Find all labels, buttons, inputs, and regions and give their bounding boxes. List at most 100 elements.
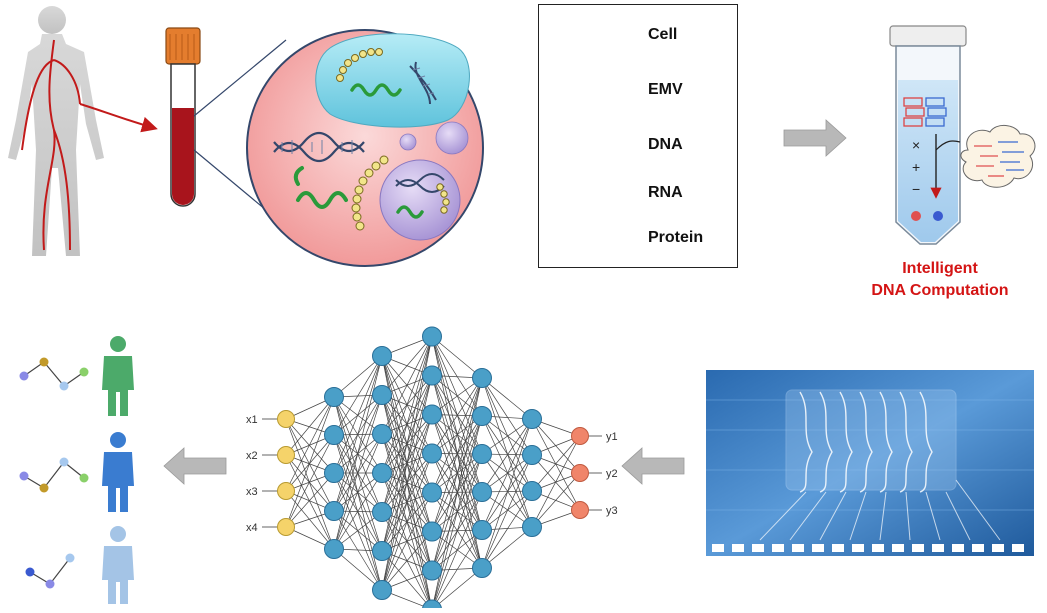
add-op: +	[912, 159, 920, 175]
network-edge	[481, 377, 533, 528]
patient-trajectory	[25, 553, 75, 589]
arrow-left-icon	[163, 447, 227, 485]
reaction-tube: × + −	[889, 25, 967, 245]
output-node	[571, 464, 589, 482]
output-node	[571, 501, 589, 519]
hidden-node	[422, 482, 442, 503]
network-edge	[481, 418, 533, 569]
network-edge	[481, 377, 533, 456]
network-edge	[431, 377, 483, 532]
network-edge	[531, 418, 581, 511]
network-edge	[431, 453, 483, 531]
multiply-op: ×	[912, 137, 920, 153]
network-edge	[431, 491, 483, 610]
legend-label-protein: Protein	[648, 229, 704, 246]
network-edge	[381, 336, 433, 513]
network-edge	[431, 453, 483, 610]
network-edge	[481, 418, 533, 455]
hidden-node	[522, 409, 542, 429]
hidden-node	[522, 517, 542, 537]
computation-title-line1: Intelligent	[902, 260, 978, 277]
network-edge	[285, 396, 335, 456]
network-edge	[285, 490, 335, 550]
network-edge	[481, 415, 533, 456]
network-edge	[285, 454, 335, 550]
network-edge	[285, 396, 335, 492]
network-edge	[481, 377, 533, 420]
network-edge	[333, 396, 383, 513]
network-edge	[285, 418, 335, 550]
network-edge	[481, 526, 533, 569]
network-edge	[481, 415, 533, 528]
network-edge	[333, 472, 383, 513]
hidden-node	[472, 482, 492, 502]
network-edge	[381, 414, 433, 591]
network-edge	[285, 418, 335, 512]
hidden-node	[324, 539, 344, 559]
network-edge	[531, 418, 581, 474]
hidden-node	[422, 521, 442, 542]
network-edge	[431, 336, 483, 379]
network-nodes	[277, 326, 589, 613]
patient-icon	[102, 336, 134, 416]
hidden-node	[324, 463, 344, 483]
hidden-node	[422, 404, 442, 425]
hidden-node	[372, 346, 392, 366]
legend-box	[538, 4, 738, 268]
network-edge	[333, 355, 383, 474]
patient-groups	[19, 336, 134, 604]
network-edge	[431, 377, 483, 415]
network-edge	[481, 454, 533, 493]
hidden-node	[324, 387, 344, 407]
network-edge	[431, 492, 483, 531]
network-edge	[481, 491, 533, 528]
output-label: y3	[606, 505, 618, 517]
human-body-figure	[8, 6, 158, 256]
network-edge	[531, 435, 581, 528]
hidden-node	[372, 463, 392, 483]
dna-strand-cloud	[960, 125, 1036, 188]
hidden-node	[372, 580, 392, 600]
legend-label-dna: DNA	[648, 136, 683, 153]
hidden-node	[522, 481, 542, 501]
network-edge	[381, 336, 433, 552]
network-edge	[381, 336, 433, 435]
blood-sample-circle	[246, 29, 484, 267]
network-edge	[381, 336, 433, 396]
blood-tube	[165, 27, 201, 207]
network-edge	[381, 492, 433, 591]
network-edge	[285, 396, 335, 528]
legend-label-cell: Cell	[648, 26, 678, 43]
hidden-node	[422, 365, 442, 386]
subtract-op: −	[912, 181, 920, 197]
arrow-left-icon	[621, 447, 685, 485]
zoom-line-top	[193, 39, 287, 117]
computation-title-line2: DNA Computation	[871, 282, 1009, 299]
patient-trajectory	[19, 357, 89, 391]
network-edge	[481, 454, 533, 569]
legend-label-emv: EMV	[648, 81, 683, 98]
hidden-node	[472, 558, 492, 578]
hidden-node	[372, 385, 392, 405]
output-label: y2	[606, 468, 618, 480]
input-node	[277, 410, 295, 428]
input-label: x4	[246, 522, 258, 534]
network-edge	[285, 472, 335, 528]
hidden-node	[472, 406, 492, 426]
input-node	[277, 518, 295, 536]
network-edge	[333, 396, 383, 435]
network-edge	[381, 453, 433, 591]
hidden-node	[324, 501, 344, 521]
hidden-node	[522, 445, 542, 465]
network-edge	[333, 548, 383, 591]
hidden-node	[422, 326, 442, 347]
hidden-node	[422, 560, 442, 581]
network-edge	[431, 377, 483, 493]
input-label: x2	[246, 450, 258, 462]
network-edge	[381, 336, 433, 474]
network-edge	[333, 434, 383, 474]
network-edge	[285, 418, 335, 474]
network-edge	[531, 435, 581, 492]
